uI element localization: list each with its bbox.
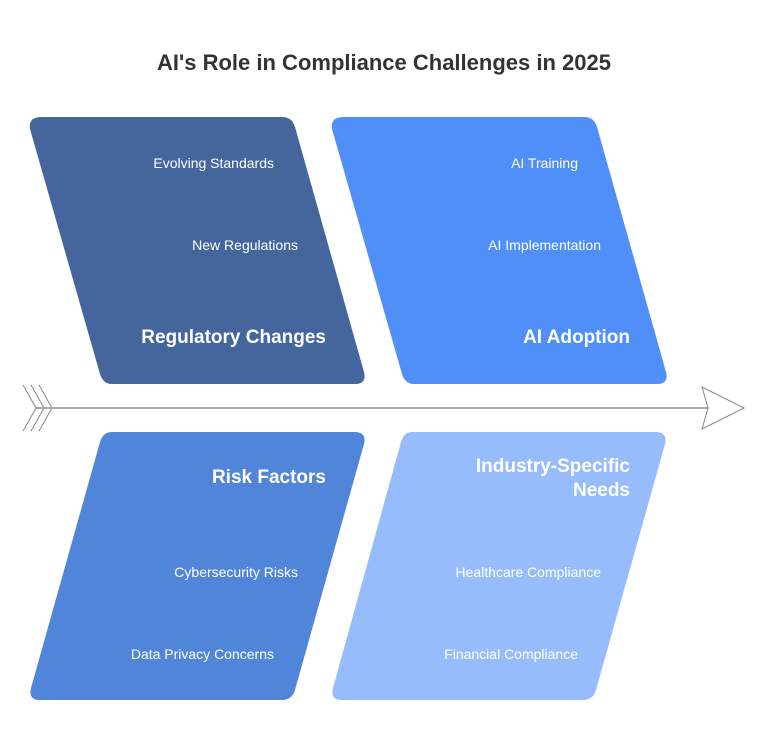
ai-adoption-bone	[331, 117, 667, 384]
item-ai-training: AI Training	[511, 155, 578, 171]
category-regulatory-changes: Regulatory Changes	[141, 327, 326, 348]
item-evolving-standards: Evolving Standards	[153, 155, 274, 171]
item-cybersecurity-risks: Cybersecurity Risks	[174, 564, 298, 580]
category-industry-specific-needs: Industry-Specific Needs	[475, 456, 630, 501]
item-data-privacy-concerns: Data Privacy Concerns	[130, 646, 274, 662]
category-risk-factors: Risk Factors	[211, 467, 326, 488]
industry-needs-bone	[332, 432, 666, 700]
item-healthcare-compliance: Healthcare Compliance	[455, 564, 601, 580]
regulatory-changes-bone	[29, 117, 365, 384]
diagram-title: AI's Role in Compliance Challenges in 20…	[157, 50, 611, 75]
fish-head-arrow-icon	[701, 386, 746, 430]
risk-factors-bone	[30, 432, 365, 700]
item-ai-implementation: AI Implementation	[488, 237, 601, 253]
category-ai-adoption: AI Adoption	[523, 327, 630, 348]
item-new-regulations: New Regulations	[192, 237, 298, 253]
item-financial-compliance: Financial Compliance	[444, 646, 578, 662]
